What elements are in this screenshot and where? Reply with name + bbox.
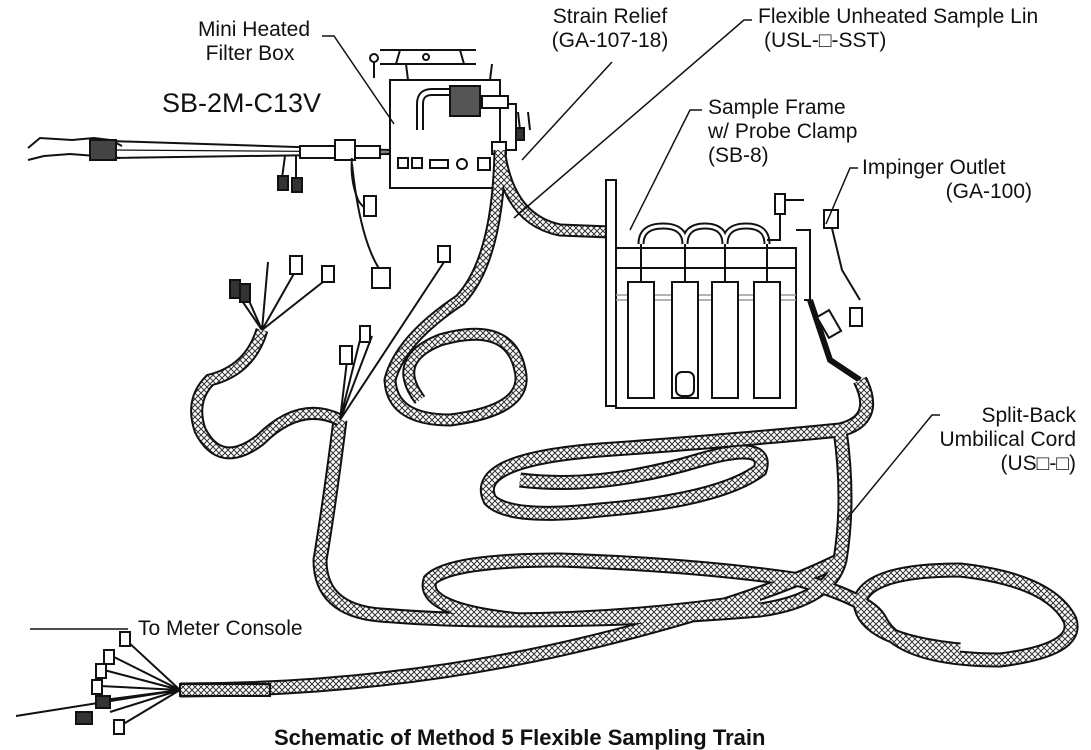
filter-box-model: SB-2M-C13V: [162, 88, 322, 118]
impinger-outlet-label-line2: (GA-100): [945, 180, 1032, 203]
filter-box: [369, 49, 531, 189]
probe-assembly: [27, 136, 391, 193]
impinger-outlet-label-line1: Impinger Outlet: [862, 156, 1006, 179]
umbilical-label-line1: Split-Back: [981, 404, 1076, 427]
connector-fan: [15, 631, 271, 735]
diagram-title: Schematic of Method 5 Flexible Sampling …: [274, 725, 766, 750]
umbilical-label-line3: (US□-□): [1000, 452, 1076, 475]
meter-console-label: To Meter Console: [138, 617, 303, 640]
strain-relief-label-line2: (GA-107-18): [551, 29, 669, 52]
umbilical-label-line2: Umbilical Cord: [939, 428, 1076, 451]
sample-line-label-line2: (USL-□-SST): [764, 29, 887, 52]
filter-box-label-line1: Mini Heated: [197, 18, 310, 41]
filter-box-cords: [350, 157, 391, 289]
sample-frame: [605, 179, 863, 409]
harness: [190, 245, 451, 460]
strain-relief-label-line1: Strain Relief: [552, 5, 668, 28]
sample-frame-label: Sample Frame w/ Probe Clamp (SB-8): [708, 96, 857, 168]
impinger-outlet-label: Impinger Outlet (GA-100): [862, 156, 1032, 204]
leader-lines: [30, 19, 940, 630]
filter-box-label-line2: Filter Box: [205, 42, 295, 65]
sample-line-label: Flexible Unheated Sample Lin (USL-□-SST): [758, 5, 1091, 53]
filter-box-label: Mini Heated Filter Box: [150, 18, 310, 66]
umbilical-label: Split-Back Umbilical Cord (US□-□): [900, 404, 1076, 476]
umbilical-cord: [179, 376, 1079, 698]
sample-line-label-line1: Flexible Unheated Sample Lin: [758, 5, 1039, 28]
sample-frame-label-line1: Sample Frame: [708, 96, 846, 119]
sample-line: [383, 149, 611, 427]
sample-frame-label-line2: w/ Probe Clamp: [708, 120, 858, 143]
strain-relief-label: Strain Relief (GA-107-18): [530, 5, 690, 53]
sample-frame-label-line3: (SB-8): [708, 144, 769, 167]
